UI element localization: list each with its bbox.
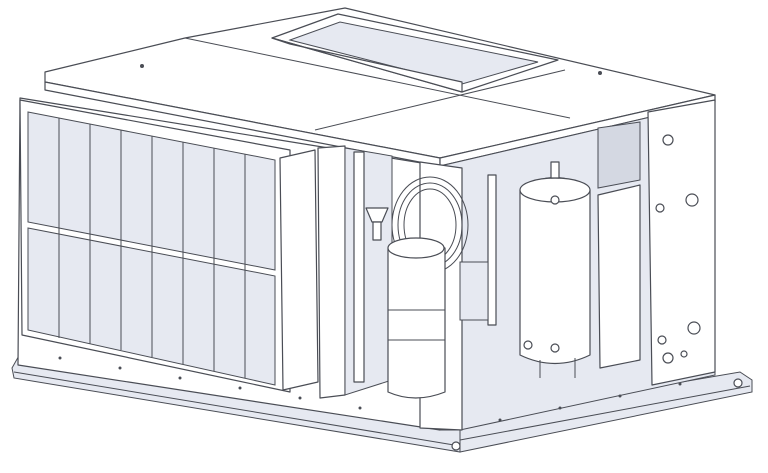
compressor xyxy=(387,237,446,399)
roof-top-panel xyxy=(44,7,716,167)
access-door-frame xyxy=(317,145,393,399)
coil-panel-dividers xyxy=(58,118,246,378)
roof-opening-curb xyxy=(271,13,559,93)
coil-panel xyxy=(19,99,319,393)
receiver-tank xyxy=(519,161,591,378)
fastener-dots xyxy=(58,356,682,422)
